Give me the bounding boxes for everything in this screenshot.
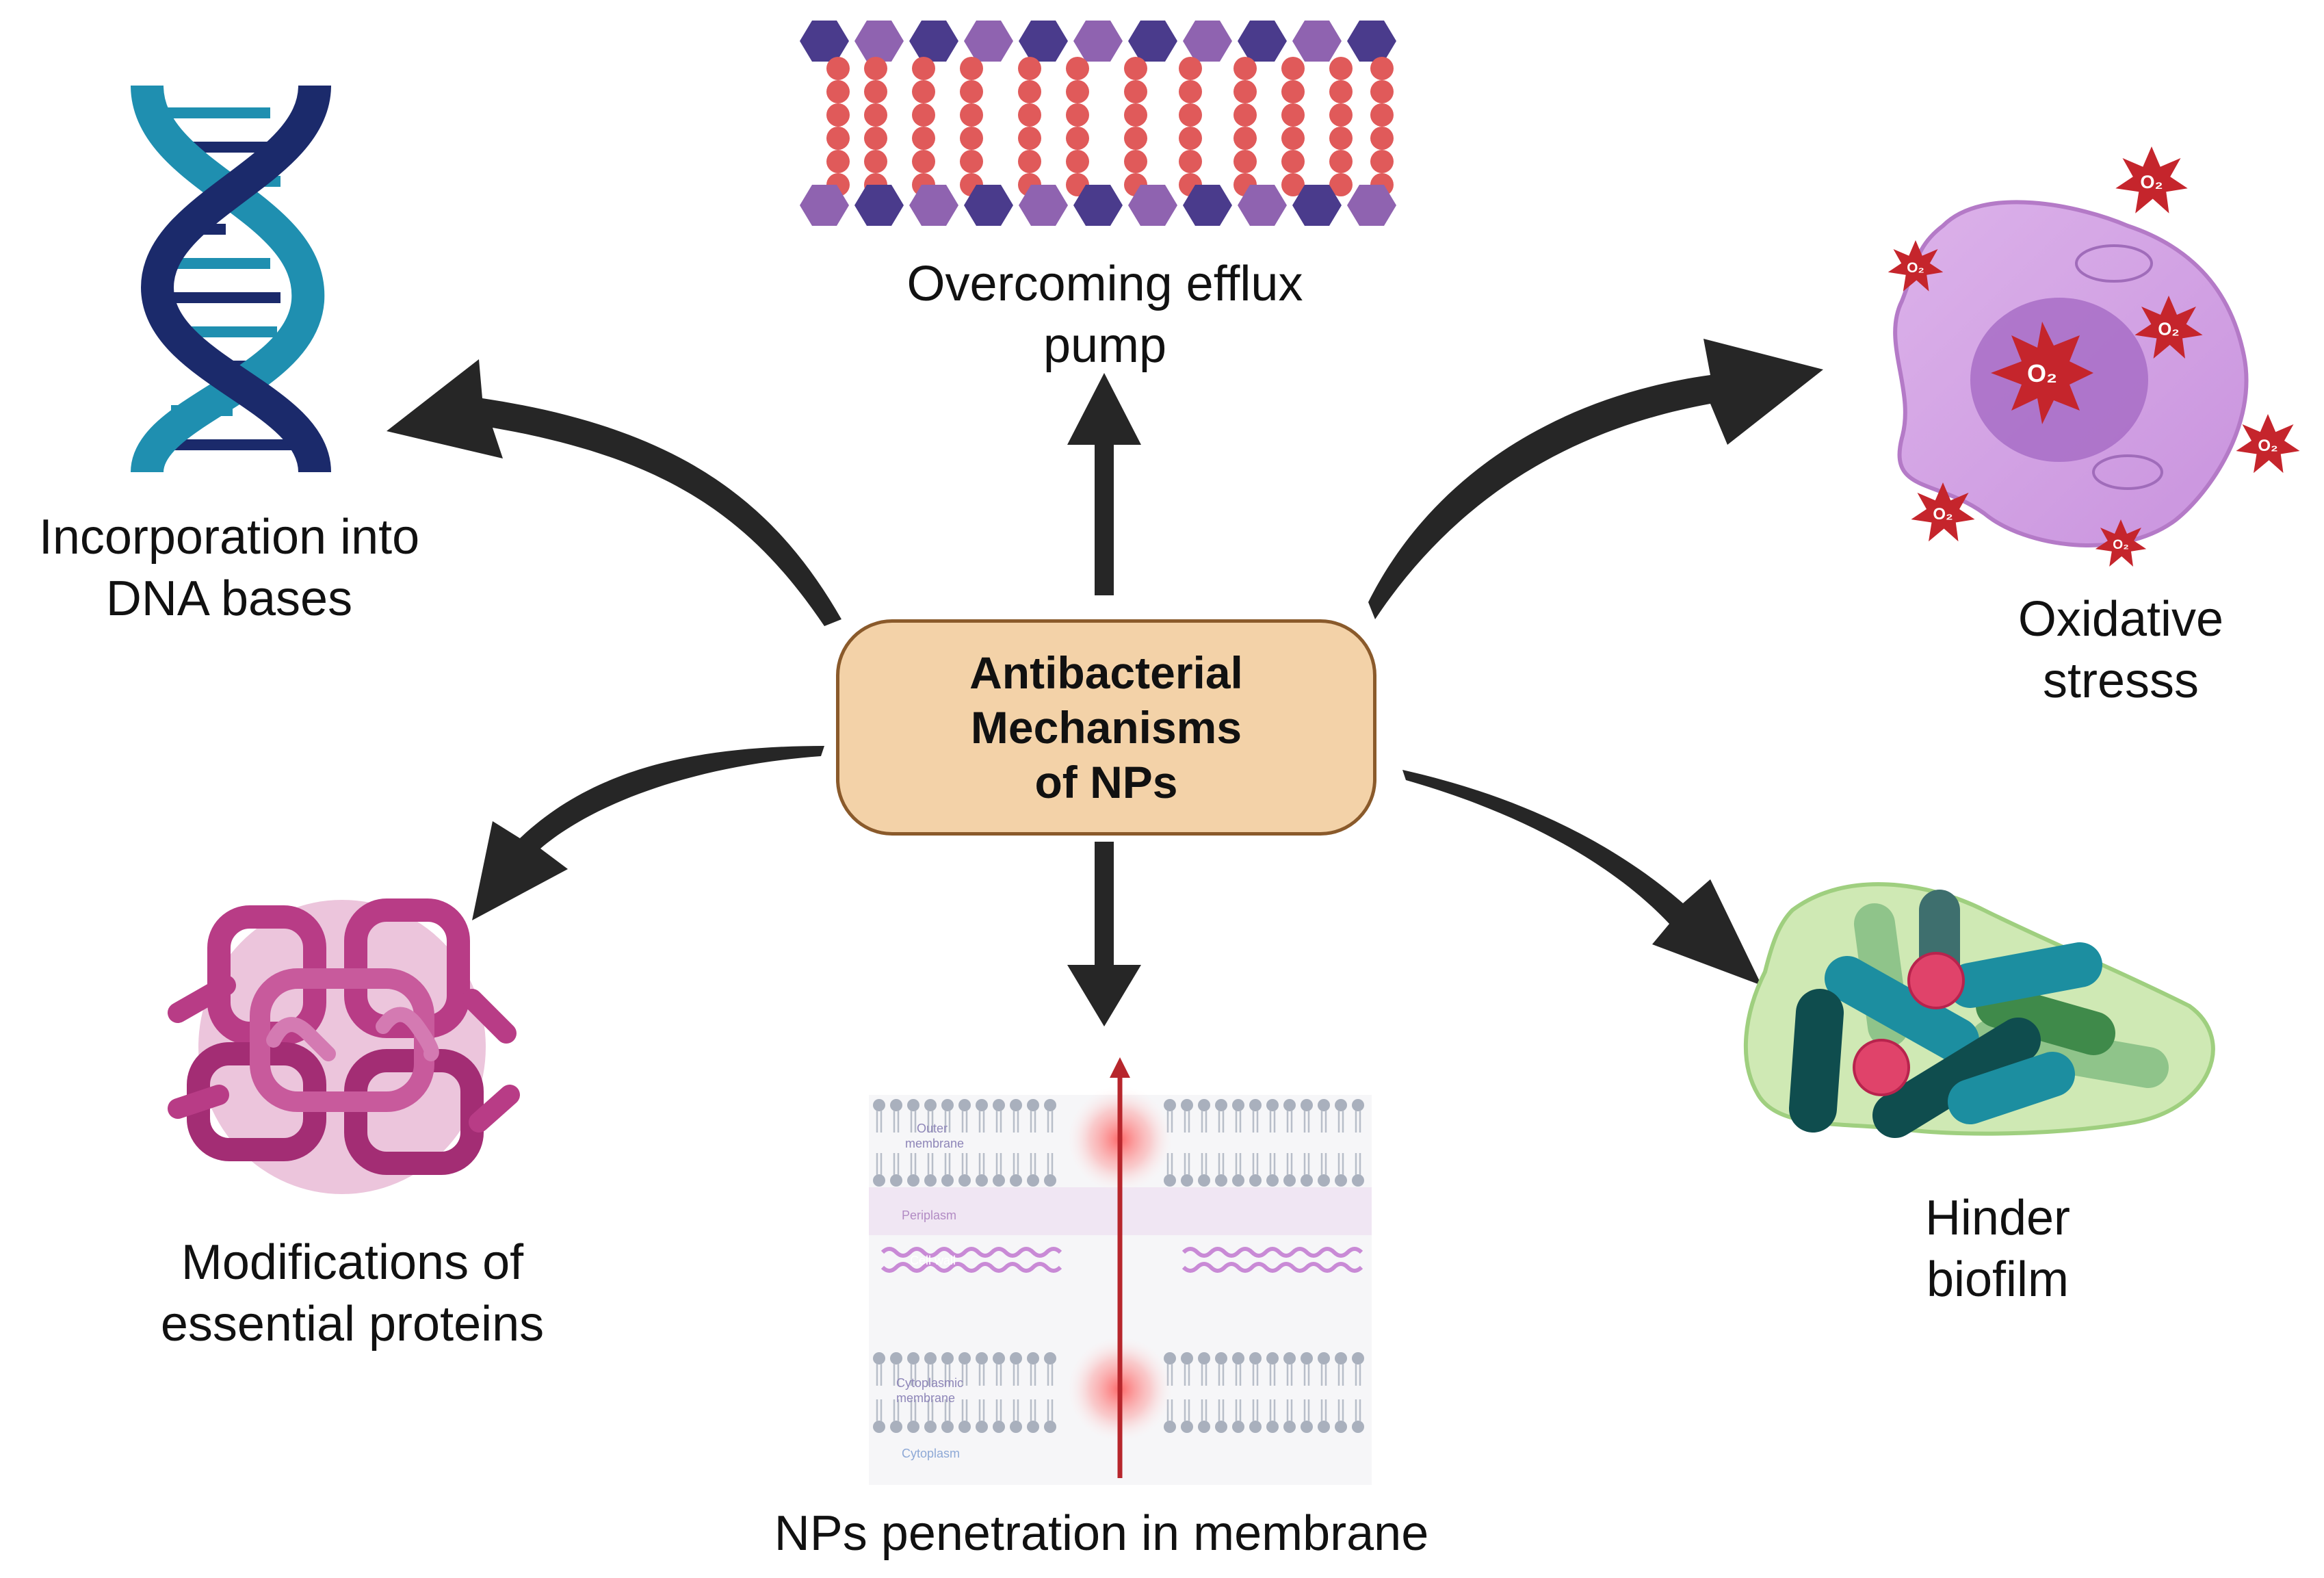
outer-membrane-label-2: membrane: [905, 1137, 964, 1150]
arrow-to-membrane: [1067, 842, 1141, 1026]
dna-helix-icon: [131, 84, 331, 474]
cytoplasm-label: Cytoplasm: [902, 1447, 960, 1460]
center-title-line-1: Antibacterial: [969, 647, 1243, 698]
center-mechanisms-box: Antibacterial Mechanisms of NPs: [836, 619, 1376, 836]
arrow-to-proteins: [472, 746, 824, 920]
svg-text:O₂: O₂: [2027, 359, 2057, 387]
center-title-line-3: of NPs: [1034, 757, 1178, 807]
biofilm-icon: [1743, 882, 2215, 1138]
proteins-label: Modifications of essential proteins: [103, 1232, 602, 1355]
proteins-label-line-1: Modifications of: [181, 1235, 524, 1290]
cell-wall-label: Cell wall: [910, 1254, 956, 1267]
cytoplasmic-label-2: membrane: [896, 1391, 955, 1405]
svg-text:O₂: O₂: [2113, 538, 2128, 552]
ros-star-icon-7: O₂: [2095, 519, 2147, 567]
efflux-label-line-2: pump: [1043, 318, 1167, 373]
ros-star-icon-5: O₂: [2236, 414, 2300, 474]
dna-label-line-1: Incorporation into: [38, 510, 420, 565]
arrow-to-oxidative: [1368, 339, 1823, 619]
periplasm-label: Periplasm: [902, 1208, 956, 1222]
membrane-penetration-panel: Outer membrane Periplasm Cell wall Cytop…: [869, 1057, 1372, 1485]
biofilm-label-line-1: Hinder: [1924, 1191, 2071, 1245]
ros-star-icon-4: O₂: [1888, 240, 1944, 292]
cell-wall-layer: [880, 1247, 1363, 1273]
membrane-label: NPs penetration in membrane: [684, 1503, 1519, 1564]
svg-text:O₂: O₂: [2258, 437, 2277, 455]
outer-membrane-label-1: Outer: [917, 1122, 948, 1135]
svg-text:O₂: O₂: [1907, 260, 1924, 276]
dna-label-line-2: DNA bases: [105, 571, 353, 626]
oxidative-label: Oxidative stresss: [1970, 588, 2271, 712]
ros-star-icon-3: O₂: [2115, 146, 2188, 214]
membrane-label-line-1: NPs penetration in membrane: [774, 1506, 1429, 1561]
arrow-to-dna: [387, 359, 841, 626]
ros-star-icon-2: O₂: [2134, 296, 2203, 359]
oxidative-label-line-1: Oxidative: [2018, 592, 2224, 647]
svg-text:O₂: O₂: [2158, 320, 2179, 339]
biofilm-label-line-2: biofilm: [1926, 1252, 2070, 1307]
efflux-label: Overcoming efflux pump: [841, 253, 1368, 376]
arrow-to-efflux: [1067, 373, 1141, 595]
protein-structure-icon: [168, 898, 520, 1194]
arrow-to-biofilm: [1402, 770, 1762, 985]
svg-text:O₂: O₂: [2140, 171, 2163, 192]
biofilm-label: Hinder biofilm: [1861, 1187, 2134, 1310]
oxidative-label-line-2: stresss: [2042, 654, 2199, 708]
efflux-label-line-1: Overcoming efflux: [906, 257, 1303, 311]
proteins-label-line-2: essential proteins: [160, 1297, 545, 1351]
svg-text:O₂: O₂: [1933, 505, 1953, 523]
dna-label: Incorporation into DNA bases: [0, 506, 458, 630]
ros-star-icon-6: O₂: [1911, 482, 1975, 542]
efflux-membrane-icon: [800, 21, 1396, 226]
center-title-line-2: Mechanisms: [970, 702, 1242, 753]
cytoplasmic-label-1: Cytoplasmic: [896, 1376, 963, 1390]
ros-star-icon: O₂: [1991, 322, 2093, 424]
